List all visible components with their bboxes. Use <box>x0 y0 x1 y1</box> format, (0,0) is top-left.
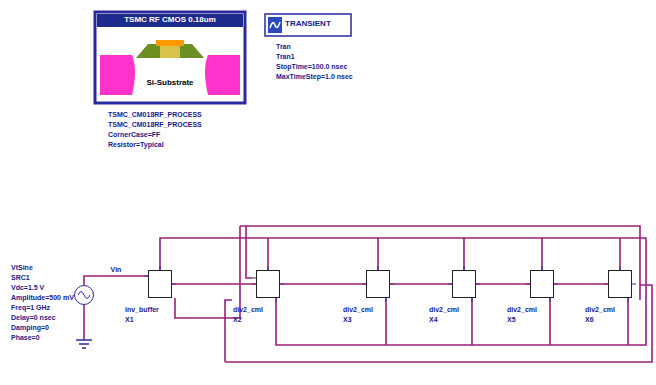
divider-block: div2_cmlX6 <box>608 270 632 298</box>
wire <box>476 283 530 285</box>
instance-name: X6 <box>585 315 594 325</box>
instance-name: X2 <box>233 315 242 325</box>
cell-name: div2_cml <box>343 305 373 315</box>
divider-block: div2_cmlX5 <box>530 270 554 298</box>
divider-block: div2_cmlX2 <box>256 270 280 298</box>
bus-wires <box>84 226 652 362</box>
process-illustration <box>95 12 245 103</box>
wire <box>390 283 452 285</box>
source-parameter: Freq=1 GHz <box>11 303 50 313</box>
cell-name: div2_cml <box>585 305 615 315</box>
instance-name: X3 <box>343 315 352 325</box>
source-parameter: Damping=0 <box>11 323 49 333</box>
source-parameter: VtSine <box>11 263 33 273</box>
divider-block: div2_cmlX3 <box>366 270 390 298</box>
divider-block: div2_cmlX4 <box>452 270 476 298</box>
cell-name: div2_cml <box>507 305 537 315</box>
process-parameter: Resistor=Typical <box>108 140 164 150</box>
instance-name: X5 <box>507 315 516 325</box>
box-title: TRANSIENT <box>285 19 331 29</box>
net-label: Vin <box>110 265 123 275</box>
sim-parameter: MaxTimeStep=1.0 nsec <box>276 72 353 82</box>
process-parameter: TSMC_CM018RF_PROCESS <box>108 110 202 120</box>
source-parameter: Phase=0 <box>11 333 40 343</box>
sine-symbol <box>78 292 90 299</box>
cell-name: inv_buffer <box>125 305 159 315</box>
wire <box>84 276 148 285</box>
sim-icon <box>265 14 351 36</box>
box-title: TSMC RF CMOS 0.18um <box>95 15 245 25</box>
wire <box>554 283 608 285</box>
wire <box>280 283 366 285</box>
voltage-source: VtSineSRC1Vdc=1.5 VAmplitude=500 mVFreq=… <box>74 285 94 305</box>
source-parameter: SRC1 <box>11 273 30 283</box>
process-parameter: TSMC_CM018RF_PROCESS <box>108 120 202 130</box>
pin-stubs <box>144 266 636 302</box>
cell-name: div2_cml <box>429 305 459 315</box>
wire <box>172 283 256 285</box>
instance-name: X1 <box>125 315 134 325</box>
process-box: TSMC RF CMOS 0.18umSi-Substrate <box>95 12 245 103</box>
sim-parameter: Tran1 <box>276 52 295 62</box>
source-parameter: Delay=0 nsec <box>11 313 56 323</box>
cell-name: div2_cml <box>233 305 263 315</box>
sim-parameter: StopTime=100.0 nsec <box>276 62 347 72</box>
sim-parameter: Tran <box>276 42 291 52</box>
source-parameter: Vdc=1.5 V <box>11 283 44 293</box>
buffer-block: inv_bufferX1 <box>148 270 172 298</box>
instance-name: X4 <box>429 315 438 325</box>
process-parameter: CornerCase=FF <box>108 130 160 140</box>
source-parameter: Amplitude=500 mV <box>11 293 74 303</box>
layer-label: Si-Substrate <box>95 78 245 88</box>
ground-symbol <box>76 340 92 348</box>
simulation-box: TRANSIENT <box>265 14 351 36</box>
